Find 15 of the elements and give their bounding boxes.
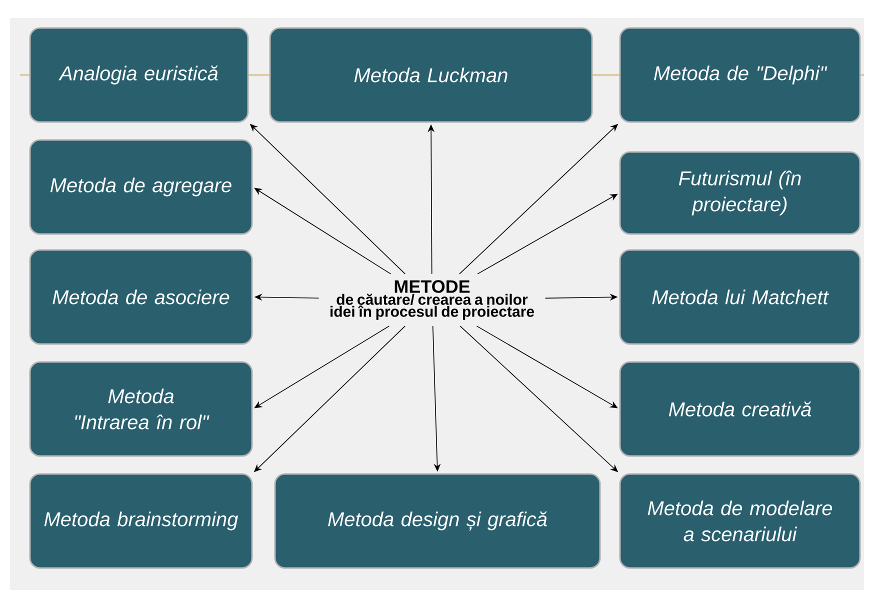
method-box: Metoda design și grafică	[274, 473, 601, 569]
arrow	[254, 188, 392, 274]
method-box: Metoda de modelare a scenariului	[619, 473, 861, 569]
method-box: Futurismul (în proiectare)	[619, 151, 861, 235]
method-box: Metoda de "Delphi"	[619, 27, 861, 123]
method-box: Metoda Luckman	[269, 27, 593, 123]
method-box: Metoda brainstorming	[29, 473, 253, 569]
method-box: Metoda "Intrarea în rol"	[29, 361, 253, 457]
method-box: Metoda de asociere	[29, 249, 253, 345]
method-box: Metoda de agregare	[29, 139, 253, 235]
method-box: Analogia euristică	[29, 27, 249, 123]
method-box: Metoda creativă	[619, 361, 861, 457]
method-box: Metoda lui Matchett	[619, 249, 861, 345]
arrow	[254, 326, 390, 408]
central-text: METODE de căutare/ crearea a noilor idei în procesul de proiectare	[330, 280, 534, 320]
